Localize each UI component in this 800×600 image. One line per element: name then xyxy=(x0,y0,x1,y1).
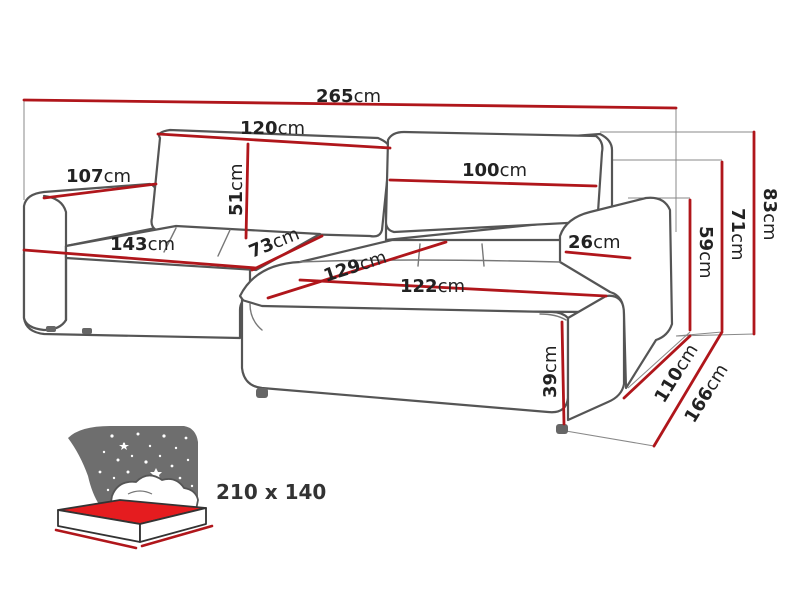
label-chaise-width: 122cm xyxy=(400,276,465,297)
chaise-front xyxy=(240,298,570,414)
label-armrest-depth-left: 107cm xyxy=(66,166,131,187)
foot xyxy=(46,326,56,332)
back-cushion-left xyxy=(150,128,392,238)
label-right-back-cushion-width: 100cm xyxy=(462,160,527,181)
label-armrest-height: 59cm xyxy=(695,226,716,279)
label-armrest-width: 26cm xyxy=(568,232,621,253)
label-seat-width: 143cm xyxy=(110,234,175,255)
bed-size-label: 210 x 140 xyxy=(216,480,326,504)
stars xyxy=(98,432,194,492)
label-total-width: 265cm xyxy=(316,86,381,107)
label-seat-height: 39cm xyxy=(540,346,561,399)
sofa-outline xyxy=(22,128,674,434)
foot xyxy=(82,328,92,334)
dimension-lines xyxy=(22,98,756,448)
label-seat-back-height: 71cm xyxy=(727,208,748,261)
label-total-height: 83cm xyxy=(759,188,780,241)
foot xyxy=(256,388,268,398)
foot xyxy=(556,424,568,434)
night-sky-bed-icon: 210 x 140 xyxy=(54,426,326,550)
right-armrest xyxy=(558,196,674,390)
label-back-cushion-width: 120cm xyxy=(240,118,305,139)
label-back-cushion-height: 51cm xyxy=(226,164,247,217)
chaise-side xyxy=(566,294,626,422)
